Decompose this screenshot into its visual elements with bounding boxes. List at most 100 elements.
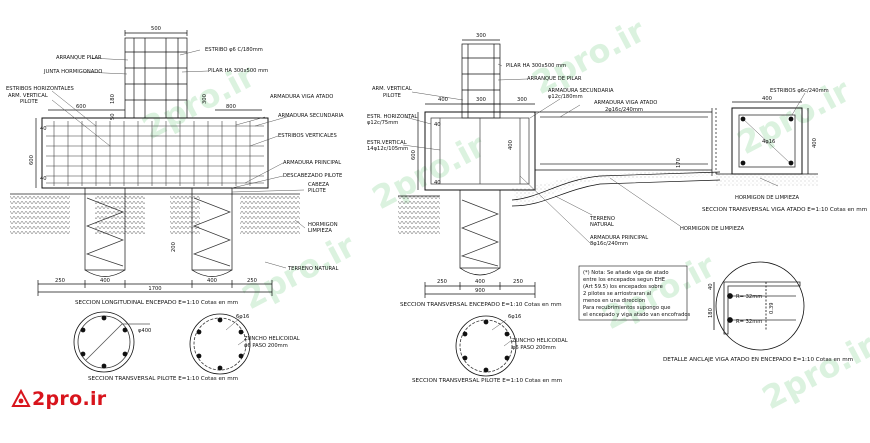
dim-label: 40 [40, 126, 47, 132]
callout-label: NATURAL [590, 222, 614, 228]
callout-label: ESTR.VERTICAL [367, 140, 407, 146]
callout-label: ARM. VERTICAL [8, 93, 48, 99]
callout-label: JUNTA HORMIGONADO [43, 69, 102, 75]
callout-label: PILOTE [383, 93, 401, 99]
callout-label: 14φ12c/105mm [367, 146, 408, 152]
section-transverse [398, 39, 721, 298]
callout-label: 8φ16c/240mm [590, 241, 628, 247]
callout-label: 2φ16c/240mm [605, 107, 643, 113]
note-line: 2 pilotes se arriostraran al [583, 291, 651, 297]
callout-label: PILAR HA 300x500 mm [506, 63, 566, 69]
callout-label: ARM. VERTICAL [372, 86, 412, 92]
dim-label: 180 [110, 94, 116, 104]
watermark-text: 2pro.ir [731, 71, 857, 162]
callout-label: 6φ16 [508, 314, 521, 320]
callout-label: ARMADURA SECUNDARIA [278, 113, 344, 119]
callout-label: LIMPIEZA [308, 228, 332, 234]
dim-label: 400 [438, 97, 448, 103]
callout-label: φ6 PASO 200mm [512, 345, 556, 351]
callout-label: φ6 PASO 200mm [244, 343, 288, 349]
callout-label: HORMIGON DE LIMPIEZA [735, 195, 800, 201]
callout-label: ESTRIBOS φ6c/240mm [770, 88, 829, 94]
callout-label: PILAR HA 300x500 mm [208, 68, 268, 74]
callout-label: TERRENO NATURAL [287, 266, 338, 272]
callout-label: φ12c/75mm [367, 120, 398, 126]
pile-section-a [73, 311, 150, 373]
dim-label: 300 [202, 94, 208, 104]
watermark-text: 2pro.ir [756, 326, 870, 417]
dim-label: 200 [171, 242, 177, 252]
note-line: el encepado y viga atado van encofrados [583, 312, 691, 318]
callout-label: ARRANQUE DE PILAR [527, 76, 582, 82]
dim-label: R= 32mm [736, 294, 762, 300]
dim-label: 180 [708, 308, 714, 318]
note-line: entre los encepados segun EHE [583, 277, 665, 283]
dim-label: 50 [110, 113, 116, 120]
callout-label: φ12c/180mm [548, 94, 583, 100]
dim-label: 300 [476, 97, 486, 103]
section-title: SECCION LONGITUDINAL ENCEPADO E=1:10 Cot… [75, 300, 238, 306]
callout-label: PILOTE [20, 99, 38, 105]
section-tie-beam [716, 92, 818, 187]
callout-label: ESTR. HORIZONTAL [367, 114, 417, 120]
callout-label: ESTRIBOS VERTICALES [278, 133, 337, 139]
callout-label: ARMADURA VIGA ATADO [594, 100, 657, 106]
callout-label: TERRENO [589, 216, 615, 222]
dim-label: φ400 [138, 328, 151, 334]
note-box [578, 265, 688, 321]
callout-label: HORMIGON [308, 222, 338, 228]
section-title: DETALLE ANCLAJE VIGA ATADO EN ENCEPADO E… [663, 357, 853, 363]
dim-label: 400 [762, 96, 772, 102]
callout-label: 6φ16 [236, 314, 249, 320]
dim-label: 300 [476, 33, 486, 39]
callout-label: PILOTE [308, 188, 326, 194]
dim-label: 1700 [148, 286, 161, 292]
logo-mark-icon [11, 388, 31, 407]
dim-label: 500 [151, 26, 161, 32]
dim-label: 400 [100, 278, 110, 284]
section-longitudinal [10, 30, 306, 296]
dim-label: 170 [676, 158, 682, 168]
dim-label: 250 [247, 278, 257, 284]
dim-label: 250 [437, 279, 447, 285]
section-title: SECCION TRANSVERSAL PILOTE E=1:10 Cotas … [412, 378, 562, 384]
dim-label: 400 [475, 279, 485, 285]
callout-label: ZUNCHO HELICOIDAL [244, 336, 300, 342]
callout-label: ARMADURA PRINCIPAL [283, 160, 341, 166]
dim-label: 40 [40, 176, 47, 182]
dim-label: 600 [29, 155, 35, 165]
note-line: (*) Nota: Se añade viga de atado [583, 270, 669, 276]
callout-label: 4φ16 [762, 139, 775, 145]
pile-section-a-detail [189, 313, 251, 375]
text-layer: 500 ARRANQUE PILAR JUNTA HORMIGONADO EST… [6, 26, 867, 384]
callout-label: ESTRIBO φ6 C/180mm [205, 47, 263, 53]
dim-label: 40 [434, 122, 441, 128]
callout-label: ZUNCHO HELICOIDAL [512, 338, 568, 344]
dim-label: 400 [207, 278, 217, 284]
callout-label: ARMADURA VIGA ATADO [270, 94, 333, 100]
dim-label: 250 [513, 279, 523, 285]
logo-text: 2pro.ir [32, 388, 107, 410]
section-title: SECCION TRANSVERSAL PILOTE E=1:10 Cotas … [88, 376, 238, 382]
callout-label: HORMIGON DE LIMPIEZA [680, 226, 745, 232]
callout-label: DESCABEZADO PILOTE [283, 173, 342, 179]
dim-label: 600 [411, 150, 417, 160]
callout-label: ARMADURA PRINCIPAL [590, 235, 648, 241]
dim-label: 900 [475, 288, 485, 294]
callout-label: ESTRIBOS HORIZONTALES [6, 86, 74, 92]
callout-label: ARMADURA SECUNDARIA [548, 88, 614, 94]
dim-label: 800 [226, 104, 236, 110]
anchor-detail [713, 261, 805, 351]
callout-label: CABEZA [308, 182, 330, 188]
dim-label: 40 [434, 180, 441, 186]
note-line: (Art 59.5) los encepados sobre [583, 284, 663, 290]
note-line: menos en una direccion [583, 298, 645, 304]
dim-label: R= 32mm [736, 319, 762, 325]
callout-label: ARRANQUE PILAR [56, 55, 102, 61]
dim-label: 600 [76, 104, 86, 110]
note-line: Para recubrimientos supongo que [583, 305, 670, 311]
dim-label: 0.39 [769, 302, 775, 314]
section-title: SECCION TRANSVERSAL ENCEPADO E=1:10 Cota… [400, 302, 562, 308]
pile-section-b [455, 315, 517, 377]
